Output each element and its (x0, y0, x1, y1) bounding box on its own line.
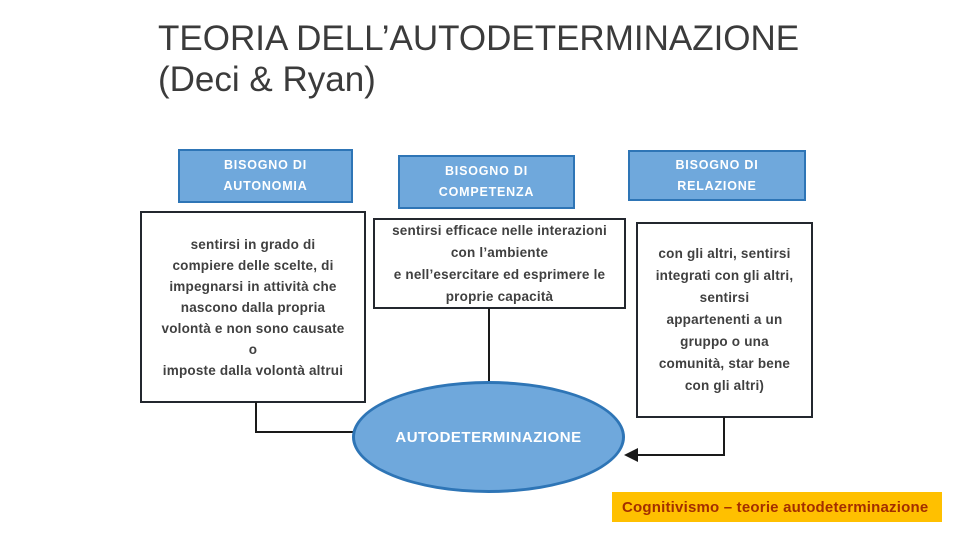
need-box-competenza: BISOGNO DI COMPETENZA (398, 155, 575, 209)
connector-relazione-vertical (723, 417, 725, 456)
ellipse-label: AUTODETERMINAZIONE (395, 428, 582, 446)
need-box-autonomia: BISOGNO DI AUTONOMIA (178, 149, 353, 203)
connector-competenza-to-ellipse (488, 308, 490, 388)
description-box-relazione: con gli altri, sentirsi integrati con gl… (636, 222, 813, 418)
connector-autonomia-vertical (255, 402, 257, 433)
connector-relazione-horizontal (637, 454, 725, 456)
arrow-left-icon (624, 448, 638, 462)
need-box-relazione: BISOGNO DI RELAZIONE (628, 150, 806, 201)
footer-topic-tag: Cognitivismo – teorie autodeterminazione (612, 492, 942, 522)
description-box-autonomia: sentirsi in grado di compiere delle scel… (140, 211, 366, 403)
autodeterminazione-ellipse: AUTODETERMINAZIONE (352, 381, 625, 493)
connector-autonomia-horizontal (255, 431, 356, 433)
description-box-competenza: sentirsi efficace nelle interazioni con … (373, 218, 626, 309)
slide-title: TEORIA DELL’AUTODETERMINAZIONE (Deci & R… (158, 19, 800, 99)
